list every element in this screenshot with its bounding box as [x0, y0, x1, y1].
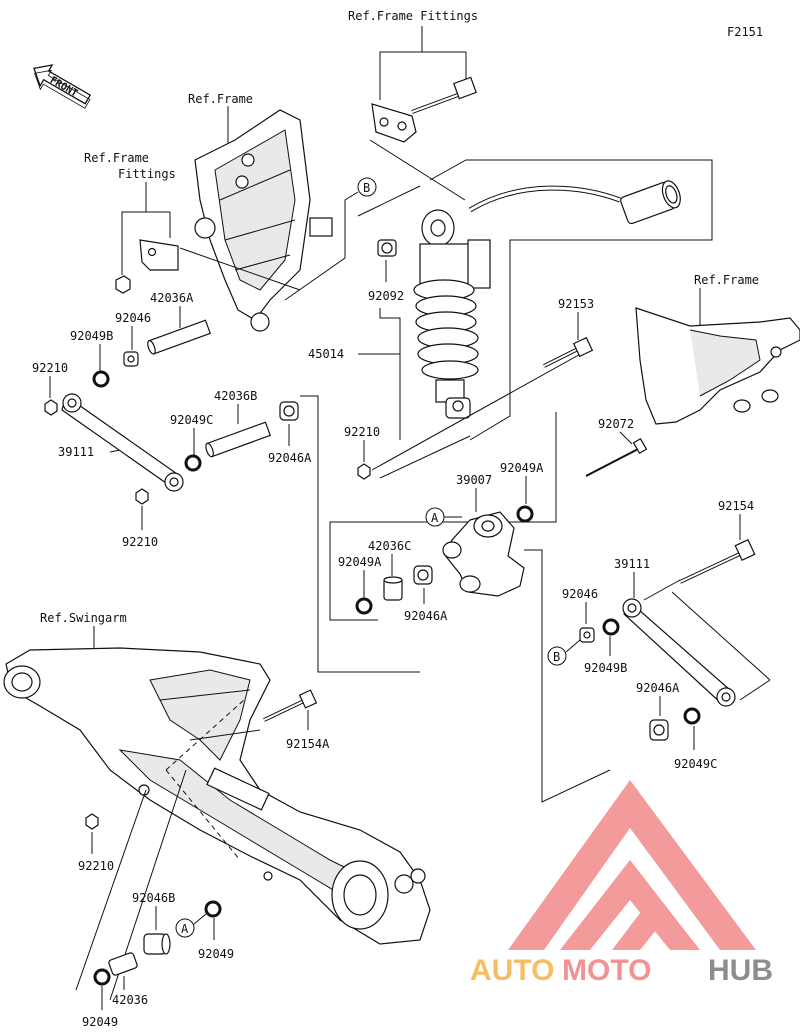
label-92154A: 92154A [286, 737, 330, 751]
label-42036C: 42036C [368, 539, 411, 553]
label-92153: 92153 [558, 297, 594, 311]
rocker-arm-39007 [442, 511, 525, 597]
front-arrow-icon: FRONT [33, 64, 92, 109]
seal-92049-b [93, 968, 111, 986]
label-92049C-b: 92049C [674, 757, 717, 771]
label-92210-d: 92210 [78, 859, 114, 873]
frame-bracket-top [371, 103, 417, 143]
label-92049-a: 92049 [198, 947, 234, 961]
nut-92210-a [44, 399, 58, 416]
ref-circle-a-lower-label: A [181, 922, 189, 936]
ref-circle-b [357, 177, 377, 197]
ref-frame-fittings-left-label-1: Ref.Frame [84, 151, 149, 165]
bolt-92154 [679, 538, 756, 584]
ref-frame-left-label: Ref.Frame [188, 92, 253, 106]
label-92210-b: 92210 [122, 535, 158, 549]
label-92210-c: 92210 [344, 425, 380, 439]
label-92046A-c: 92046A [636, 681, 680, 695]
label-92049A-a: 92049A [500, 461, 544, 475]
bearing-92046A-c [649, 719, 669, 741]
ref-circle-a-upper-label: A [431, 511, 439, 525]
bearing-92046B [143, 933, 171, 955]
label-92210-a: 92210 [32, 361, 68, 375]
label-42036A: 42036A [150, 291, 194, 305]
ref-frame-right-label: Ref.Frame [694, 273, 759, 287]
seal-92049B-b [602, 618, 620, 636]
label-92046-a: 92046 [115, 311, 151, 325]
seal-92049-a [204, 900, 222, 918]
label-42036B: 42036B [214, 389, 257, 403]
label-92049B-b: 92049B [584, 661, 627, 675]
collar-42036 [108, 952, 138, 976]
bolt-92153 [543, 336, 594, 368]
band-92072 [585, 437, 648, 477]
ref-circle-b-lower-label: B [553, 650, 560, 664]
seal-92049A-a [516, 505, 534, 523]
collar-42036A [147, 319, 212, 355]
bolt-top [411, 76, 477, 114]
label-92154: 92154 [718, 499, 754, 513]
collar-42036C [383, 576, 403, 601]
label-92049B-a: 92049B [70, 329, 113, 343]
seal-92049A-b [355, 597, 373, 615]
nut-92210-d [85, 813, 99, 830]
frame-fitting-left [115, 239, 301, 294]
label-92046B: 92046B [132, 891, 175, 905]
bearing-92046-b [579, 627, 595, 643]
shock-absorber-45014 [413, 180, 681, 419]
label-39007: 39007 [456, 473, 492, 487]
frame-right-section [635, 307, 800, 425]
swingarm [3, 647, 431, 945]
ref-frame-fittings-top-label: Ref.Frame Fittings [348, 9, 478, 23]
bushing-92092 [377, 239, 397, 257]
label-39111-b: 39111 [614, 557, 650, 571]
bearing-92046-a [123, 351, 139, 367]
frame-left-bracket [194, 109, 333, 332]
automotohub-logo-icon [508, 780, 756, 950]
automotohub-watermark: AUTO MOTO HUB [470, 780, 773, 987]
ref-frame-fittings-left-label-2: Fittings [118, 167, 176, 181]
bearing-92046A-a [279, 401, 299, 421]
seal-92049B-a [92, 370, 110, 388]
collar-42036B [205, 421, 272, 458]
label-92046A-a: 92046A [268, 451, 312, 465]
ref-circle-b-lower [547, 646, 567, 666]
watermark-moto: MOTO [562, 954, 651, 987]
ref-circle-a-lower [175, 918, 195, 938]
figure-code: F2151 [727, 25, 763, 39]
label-39111-a: 39111 [58, 445, 94, 459]
ref-circle-b-label: B [363, 181, 370, 195]
watermark-auto: AUTO [470, 954, 554, 987]
link-rod-39111-b [622, 598, 736, 707]
nut-92210-b [135, 488, 149, 505]
seal-92049C-b [683, 707, 701, 725]
bearing-92046A-b [413, 565, 433, 585]
label-92049-b: 92049 [82, 1015, 118, 1029]
watermark-hub: HUB [708, 954, 773, 987]
label-92092: 92092 [368, 289, 404, 303]
ref-swingarm-label: Ref.Swingarm [40, 611, 127, 625]
nut-92210-c [357, 463, 371, 480]
seal-92049C-a [184, 454, 202, 472]
bolt-92154A [263, 689, 318, 722]
label-92046-b: 92046 [562, 587, 598, 601]
label-92049C-a: 92049C [170, 413, 213, 427]
label-92072: 92072 [598, 417, 634, 431]
link-rod-39111-a [61, 393, 184, 492]
label-45014: 45014 [308, 347, 344, 361]
label-42036: 42036 [112, 993, 148, 1007]
label-92046A-b: 92046A [404, 609, 448, 623]
label-92049A-b: 92049A [338, 555, 382, 569]
